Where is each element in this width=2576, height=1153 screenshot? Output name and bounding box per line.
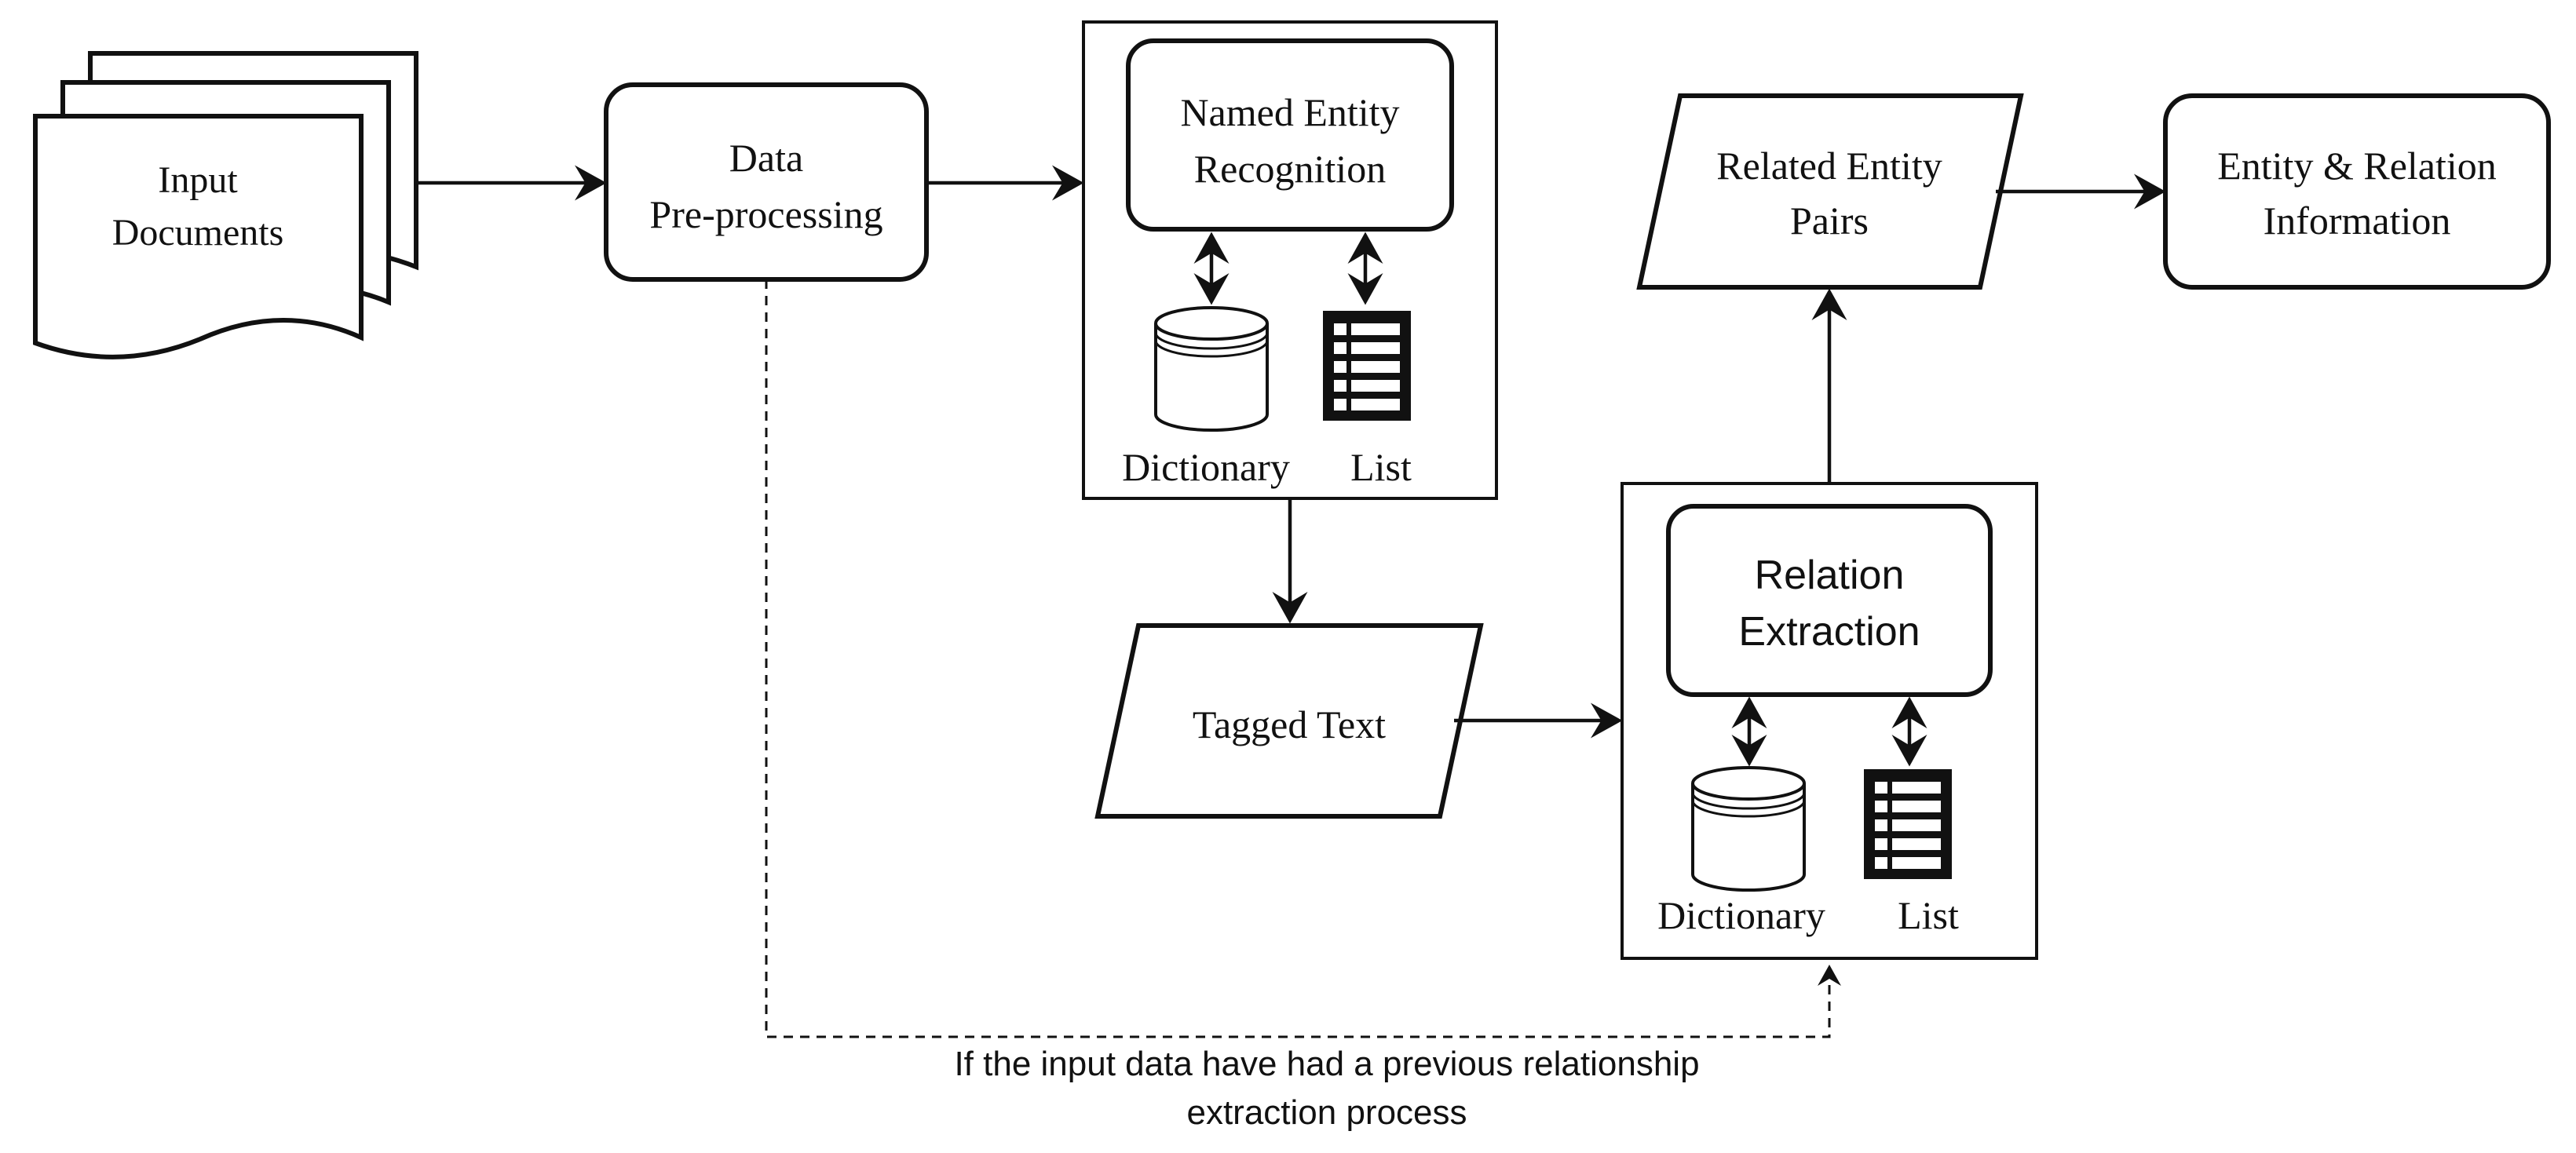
- relation-extraction-label-line1: Relation: [1755, 553, 1905, 598]
- related-entity-pairs-label-line1: Related Entity: [1716, 144, 1942, 188]
- input-documents-label-line2: Documents: [112, 212, 284, 254]
- ner-dictionary-label: Dictionary: [1122, 445, 1290, 489]
- database-icon: [1691, 766, 1806, 892]
- related-entity-pairs-node: Related Entity Pairs: [1636, 93, 2024, 290]
- document-stack-icon: [33, 51, 418, 359]
- database-icon: [1154, 306, 1269, 432]
- data-preprocessing-label-line1: Data: [729, 136, 803, 180]
- entity-relation-information-label-line1: Entity & Relation: [2217, 144, 2497, 188]
- ner-group: Named Entity Recognition Dictionary List: [1082, 20, 1498, 500]
- data-preprocessing-label-line2: Pre-processing: [649, 192, 882, 236]
- relation-extraction-label-line2: Extraction: [1738, 609, 1920, 655]
- input-documents-label-line1: Input: [158, 159, 238, 201]
- dashed-feedback-path: [765, 279, 1841, 1038]
- feedback-note-line2: extraction process: [1186, 1093, 1467, 1132]
- ner-list-label: List: [1350, 445, 1412, 489]
- entity-relation-information-label-line2: Information: [2264, 199, 2451, 243]
- relation-extraction-node: [1666, 504, 1993, 697]
- relation-extraction-group: Relation Extraction Dictionary List: [1621, 482, 2038, 960]
- relation-dictionary-label: Dictionary: [1657, 893, 1825, 937]
- tagged-text-node: Tagged Text: [1094, 623, 1484, 819]
- ner-label-line1: Named Entity: [1180, 90, 1399, 134]
- entity-relation-information-node: Entity & Relation Information: [2163, 93, 2551, 290]
- feedback-note-line1: If the input data have had a previous re…: [954, 1045, 1699, 1083]
- relation-list-label: List: [1898, 893, 1959, 937]
- list-icon: [1323, 311, 1411, 421]
- input-documents-node: Input Documents: [33, 51, 418, 359]
- tagged-text-label: Tagged Text: [1193, 702, 1386, 746]
- data-preprocessing-node: Data Pre-processing: [604, 82, 929, 282]
- list-icon: [1864, 769, 1952, 879]
- related-entity-pairs-label-line2: Pairs: [1790, 199, 1869, 243]
- ner-node: [1126, 38, 1454, 232]
- ner-label-line2: Recognition: [1194, 147, 1386, 191]
